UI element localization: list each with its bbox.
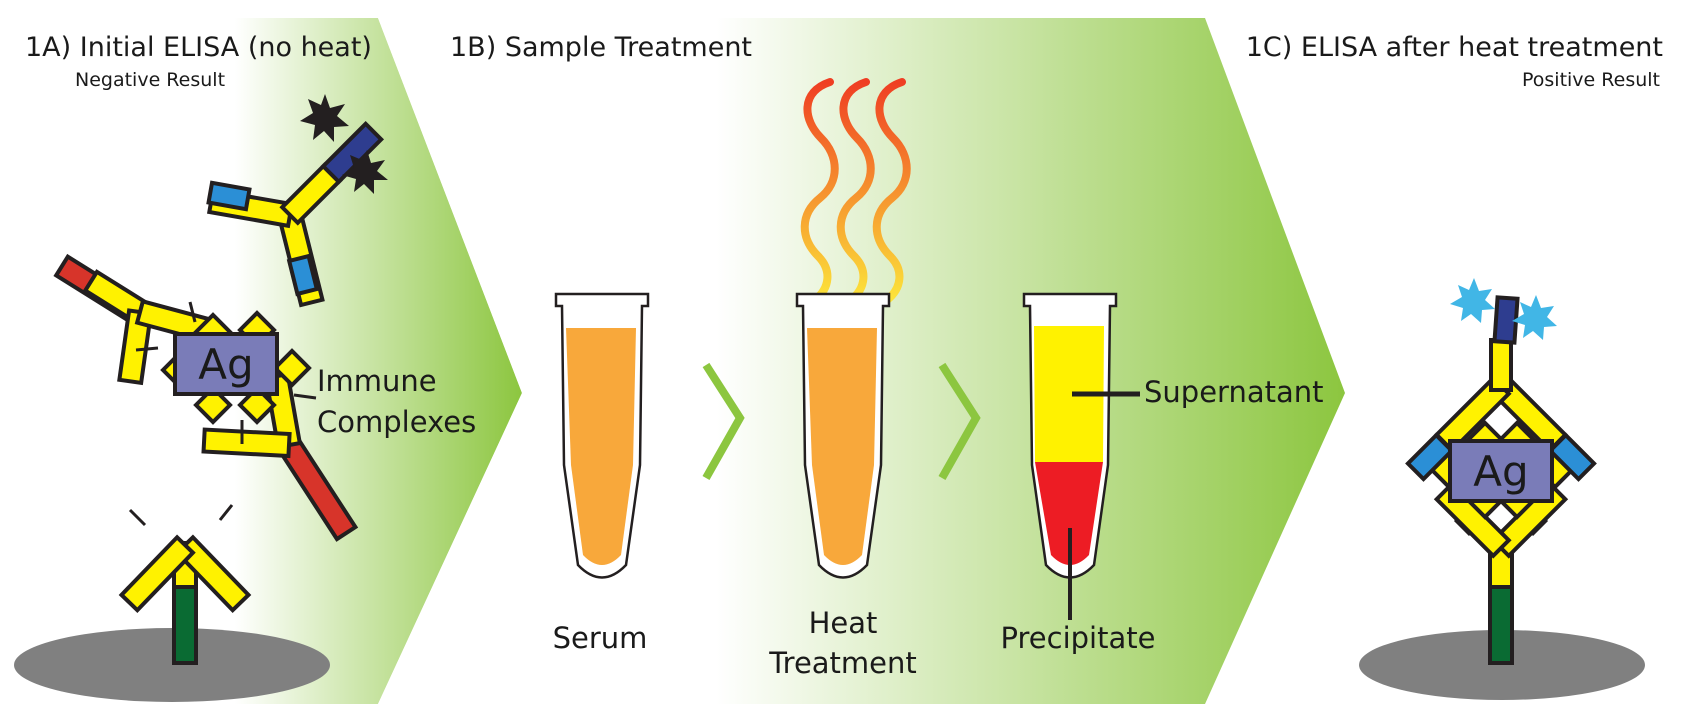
signal-star-dark-1 (300, 94, 349, 142)
serum-label: Serum (553, 621, 648, 655)
supernatant-label: Supernatant (1144, 375, 1324, 409)
detection-antibody-a (206, 120, 385, 308)
tube-heat-treated (795, 292, 891, 579)
antigen-label-c: Ag (1473, 447, 1528, 496)
tube-serum (554, 292, 650, 579)
antigen-label-a: Ag (198, 340, 253, 389)
antigen-box-c (1448, 439, 1554, 503)
heat-treatment-label-line-1: Heat (809, 606, 878, 640)
signal-star-bright-2 (1512, 295, 1557, 340)
panel-c-title: 1C) ELISA after heat treatment (1246, 32, 1663, 63)
signal-star-dark-2 (342, 150, 388, 194)
capture-antibody-a (118, 504, 252, 665)
tube-separated (1022, 292, 1140, 620)
heat-waves-icon (800, 78, 911, 304)
precipitate-label: Precipitate (1001, 621, 1156, 655)
heat-treatment-label-line-2: Treatment (768, 646, 917, 680)
panel-a-title: 1A) Initial ELISA (no heat) (25, 32, 372, 63)
immune-complexes-label-line-2: Complexes (317, 405, 476, 439)
panel-b-title: 1B) Sample Treatment (450, 32, 752, 63)
immune-complexes-label-line-1: Immune (317, 364, 437, 398)
signal-star-bright-1 (1450, 278, 1495, 323)
process-arrow-1 (702, 362, 745, 480)
process-arrow-2 (938, 362, 981, 480)
panel-c-result: Positive Result (1522, 69, 1660, 91)
panel-a-result: Negative Result (75, 69, 225, 91)
antigen-box-a (173, 332, 279, 396)
